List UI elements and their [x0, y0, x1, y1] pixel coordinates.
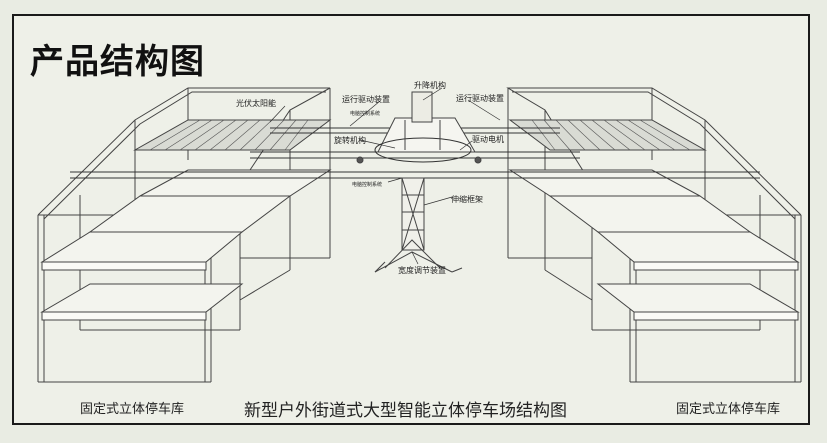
right-garage — [506, 87, 802, 383]
label-rotation: 旋转机构 — [334, 136, 366, 145]
label-drive-motor: 驱动电机 — [472, 135, 504, 144]
caption-right-garage: 固定式立体停车库 — [676, 402, 781, 417]
label-width-adjust: 宽度调节装置 — [398, 266, 446, 275]
caption-left-garage: 固定式立体停车库 — [80, 402, 185, 417]
label-control-mid: 电脑控制系统 — [352, 182, 383, 188]
label-control-left: 电脑控制系统 — [350, 111, 381, 117]
label-telescopic-frame: 伸缩框架 — [451, 195, 483, 204]
label-run-drive-right: 运行驱动装置 — [456, 94, 504, 103]
page-title: 产品结构图 — [30, 42, 205, 82]
label-solar-panel: 光伏太阳能 — [236, 99, 276, 108]
label-run-drive-left: 运行驱动装置 — [342, 95, 390, 104]
left-garage — [37, 87, 332, 383]
caption-main: 新型户外街道式大型智能立体停车场结构图 — [244, 401, 567, 421]
label-lift-mechanism: 升降机构 — [414, 81, 446, 90]
